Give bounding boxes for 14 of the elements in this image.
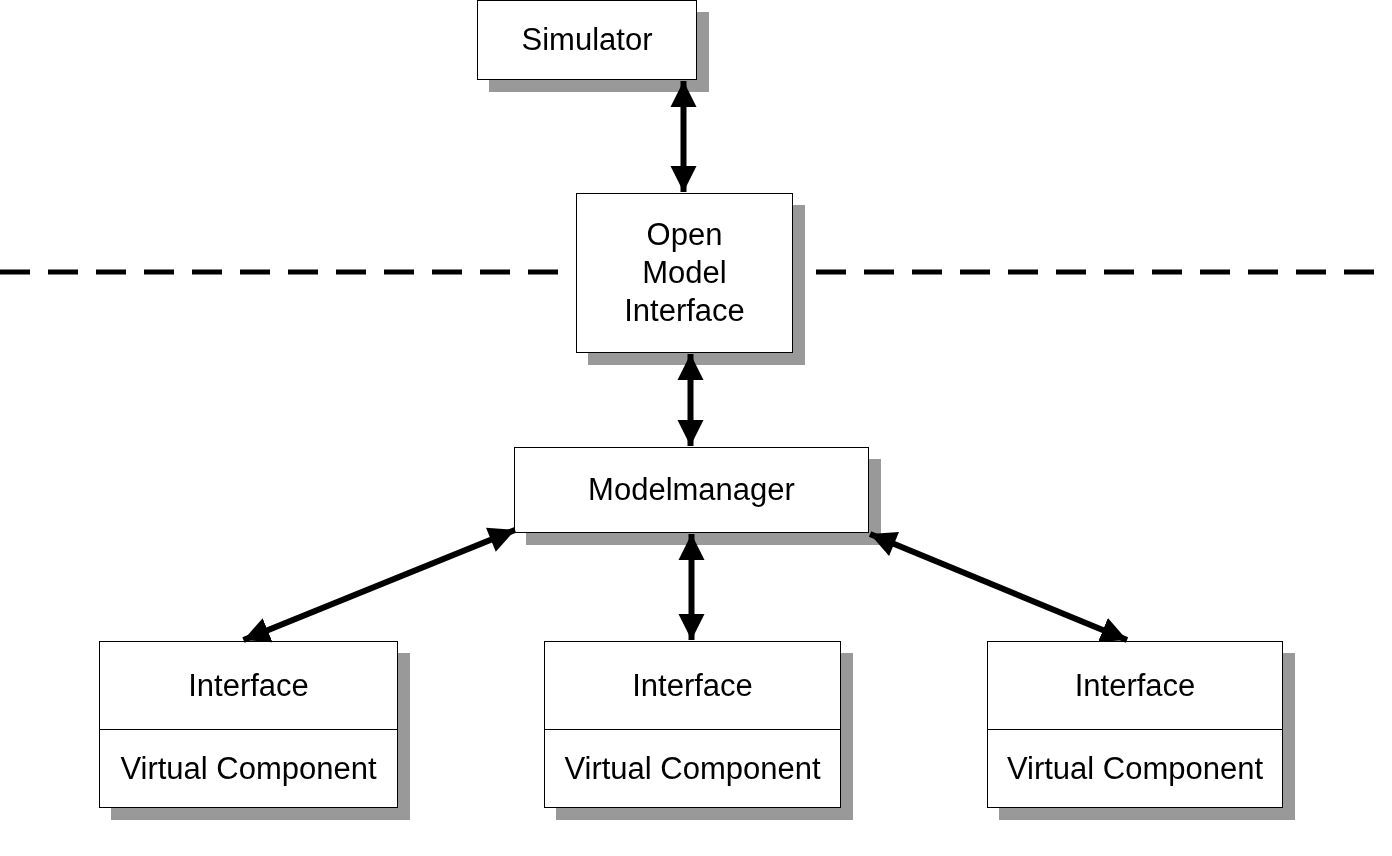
box-body-text: Virtual Component <box>564 750 821 788</box>
box-label: Modelmanager <box>588 471 795 509</box>
box-label: Interface <box>632 666 753 705</box>
box-label: Interface <box>188 666 309 705</box>
box-label: Simulator <box>521 21 653 59</box>
double-arrow <box>678 534 705 640</box>
box-label: Interface <box>1074 666 1196 705</box>
box-label: Open Model Interface <box>623 216 746 330</box>
double-arrow <box>242 527 517 643</box>
box-body-text: Virtual Component <box>1006 750 1264 788</box>
box-body-text: Virtual Component <box>120 750 377 788</box>
double-arrow <box>677 354 704 446</box>
double-arrow <box>868 531 1129 643</box>
double-arrow <box>670 81 697 192</box>
